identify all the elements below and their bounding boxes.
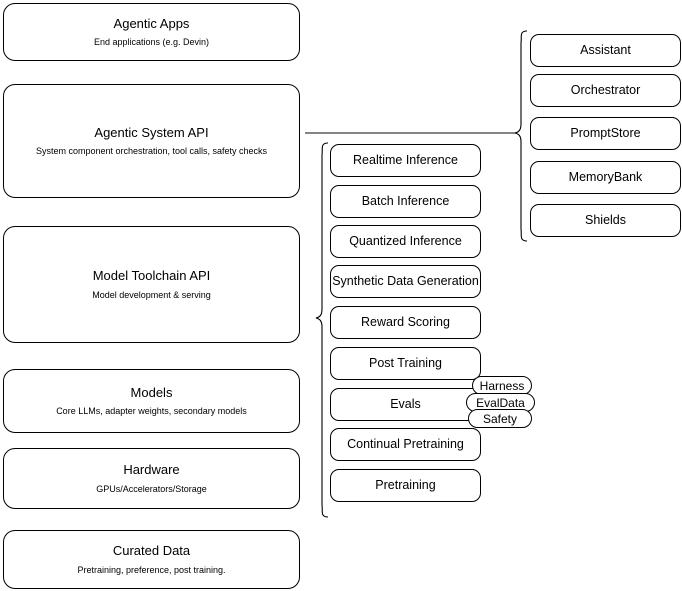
evals-tag-label: Safety	[482, 411, 518, 426]
toolchain-item-label: Synthetic Data Generation	[332, 273, 479, 288]
bracket-agentic-components	[514, 30, 528, 242]
evals-tag-safety[interactable]: Safety	[468, 409, 532, 428]
toolchain-item-label: Post Training	[369, 355, 442, 370]
stack-layer-subtitle: Model development & serving	[92, 289, 211, 300]
agentic-item-assistant[interactable]: Assistant	[530, 34, 681, 67]
agentic-item-label: Shields	[585, 212, 626, 227]
stack-layer-agentic-apps[interactable]: Agentic Apps End applications (e.g. Devi…	[3, 3, 300, 61]
stack-layer-subtitle: End applications (e.g. Devin)	[93, 37, 210, 47]
agentic-item-promptstore[interactable]: PromptStore	[530, 117, 681, 150]
toolchain-item-label: Continual Pretraining	[347, 436, 464, 451]
toolchain-item-reward-scoring[interactable]: Reward Scoring	[330, 306, 481, 339]
agentic-item-memorybank[interactable]: MemoryBank	[530, 161, 681, 194]
agentic-item-label: Assistant	[580, 42, 631, 57]
bracket-toolchain-components	[315, 142, 329, 518]
stack-layer-title: Curated Data	[112, 543, 191, 559]
toolchain-item-pretraining[interactable]: Pretraining	[330, 469, 481, 502]
toolchain-item-label: Pretraining	[375, 477, 436, 492]
agentic-item-label: MemoryBank	[568, 169, 643, 184]
toolchain-item-realtime-inference[interactable]: Realtime Inference	[330, 144, 481, 177]
toolchain-item-post-training[interactable]: Post Training	[330, 347, 481, 380]
agentic-item-label: Orchestrator	[570, 82, 641, 97]
stack-layer-subtitle: Core LLMs, adapter weights, secondary mo…	[56, 406, 247, 416]
stack-layer-title: Models	[130, 384, 173, 400]
evals-tag-label: EvalData	[476, 395, 525, 410]
stack-layer-title: Agentic System API	[94, 124, 209, 140]
agentic-item-orchestrator[interactable]: Orchestrator	[530, 74, 681, 107]
stack-layer-subtitle: Pretraining, preference, post training.	[77, 564, 226, 575]
stack-layer-title: Hardware	[123, 462, 180, 478]
toolchain-item-quantized-inference[interactable]: Quantized Inference	[330, 225, 481, 258]
evals-tag-label: Harness	[479, 378, 525, 393]
agentic-item-label: PromptStore	[570, 125, 641, 140]
toolchain-item-label: Evals	[390, 396, 421, 411]
stack-layer-hardware[interactable]: Hardware GPUs/Accelerators/Storage	[3, 448, 300, 509]
toolchain-item-batch-inference[interactable]: Batch Inference	[330, 185, 481, 218]
toolchain-item-label: Batch Inference	[361, 193, 450, 208]
agentic-item-shields[interactable]: Shields	[530, 204, 681, 237]
stack-layer-title: Agentic Apps	[113, 15, 190, 31]
stack-layer-curated-data[interactable]: Curated Data Pretraining, preference, po…	[3, 530, 300, 589]
stack-layer-model-toolchain-api[interactable]: Model Toolchain API Model development & …	[3, 226, 300, 343]
toolchain-item-continual-pretraining[interactable]: Continual Pretraining	[330, 428, 481, 461]
toolchain-item-label: Quantized Inference	[349, 233, 462, 248]
toolchain-item-evals[interactable]: Evals	[330, 388, 481, 421]
stack-layer-agentic-system-api[interactable]: Agentic System API System component orch…	[3, 84, 300, 198]
stack-layer-models[interactable]: Models Core LLMs, adapter weights, secon…	[3, 369, 300, 433]
toolchain-item-synthetic-data-generation[interactable]: Synthetic Data Generation	[330, 265, 481, 298]
stack-layer-subtitle: GPUs/Accelerators/Storage	[96, 483, 207, 494]
stack-layer-title: Model Toolchain API	[92, 268, 211, 284]
toolchain-item-label: Realtime Inference	[353, 152, 458, 167]
toolchain-item-label: Reward Scoring	[361, 314, 450, 329]
stack-layer-subtitle: System component orchestration, tool cal…	[35, 146, 268, 156]
